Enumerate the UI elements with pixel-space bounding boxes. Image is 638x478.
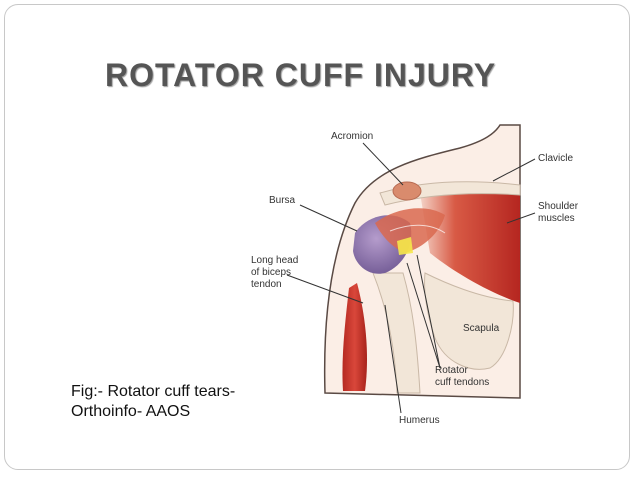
figure-caption: Fig:- Rotator cuff tears- Orthoinfo- AAO… xyxy=(71,382,271,422)
shoulder-muscles xyxy=(420,183,520,303)
label-biceps-1: Long head xyxy=(251,255,298,266)
label-scapula: Scapula xyxy=(463,323,500,334)
upper-arm-muscle xyxy=(342,283,368,391)
label-rotator-1: Rotator xyxy=(435,365,468,376)
label-biceps-2: of biceps xyxy=(251,267,291,278)
shoulder-anatomy-illustration: Acromion Clavicle Bursa Shoulder muscles… xyxy=(251,124,579,426)
rotator-cuff-tendons xyxy=(375,208,445,253)
label-humerus: Humerus xyxy=(399,415,440,426)
label-shoulder-muscles-2: muscles xyxy=(538,213,575,224)
slide: ROTATOR CUFF INJURY xyxy=(4,4,630,470)
humerus xyxy=(372,272,421,394)
label-shoulder-muscles-1: Shoulder xyxy=(538,201,579,212)
label-clavicle: Clavicle xyxy=(538,153,573,164)
label-biceps-3: tendon xyxy=(251,279,282,290)
scapula xyxy=(424,272,514,370)
acromion xyxy=(392,181,422,201)
caption-line-1: Fig:- Rotator cuff tears- xyxy=(71,383,236,400)
label-acromion: Acromion xyxy=(331,131,373,142)
label-rotator-2: cuff tendons xyxy=(435,377,489,388)
tear-highlight xyxy=(397,237,413,255)
shoulder-anatomy-figure: Acromion Clavicle Bursa Shoulder muscles… xyxy=(245,123,585,433)
caption-line-2: Orthoinfo- AAOS xyxy=(71,403,191,420)
label-bursa: Bursa xyxy=(269,195,296,206)
slide-title: ROTATOR CUFF INJURY xyxy=(105,57,497,93)
